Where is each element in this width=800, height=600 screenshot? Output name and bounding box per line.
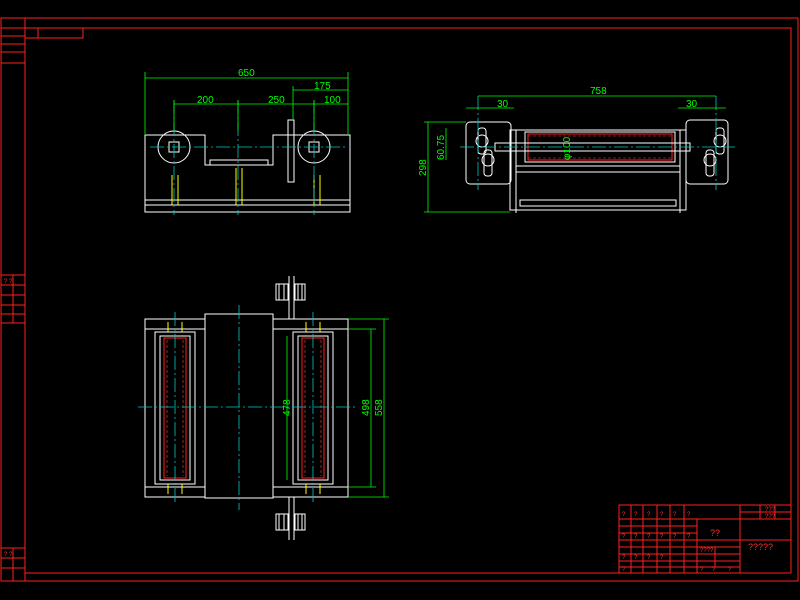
dim-left-offset-30: 30 (497, 99, 509, 110)
dim-middle-segment-250: 250 (268, 95, 285, 106)
tb-cell-17: ? (700, 567, 704, 573)
dim-outer-498: 498 (361, 399, 372, 416)
tb-cell-7: ? (634, 534, 638, 540)
title-block: ? ? ? ? ? ? ? ? ? ? ? ? ? ? ? ? ? ? ? ? … (618, 504, 792, 574)
scale-label: ???? (700, 548, 714, 554)
front-view-dimensions: 650 175 200 250 100 (144, 68, 349, 135)
tb-cell-9: ? (660, 534, 664, 540)
left-binding-strip: ? ? ? ? (0, 17, 26, 582)
top-view-dimensions: 478 498 558 (282, 318, 389, 498)
dim-right-offset-175: 175 (314, 81, 331, 92)
dim-bore-60-75: 60.75 (436, 135, 447, 160)
drawing-title: ????? (748, 542, 773, 552)
dim-right-segment-100: 100 (324, 95, 341, 106)
tb-cell-8: ? (647, 534, 651, 540)
dim-left-segment-200: 200 (197, 95, 214, 106)
tb-cell-0: ? (622, 512, 626, 518)
tb-cell-2: ? (647, 512, 651, 518)
tb-cell-14: ? (647, 555, 651, 561)
tb-cell-3: ? (660, 512, 664, 518)
top-view (138, 276, 355, 540)
dim-roller-dia-100: φ100 (562, 136, 573, 160)
tb-cell-10: ? (673, 534, 677, 540)
dim-outer-558: 558 (374, 399, 385, 416)
tb-cell-1: ? (634, 512, 638, 518)
tb-cell-a: ??? (765, 507, 776, 513)
tb-cell-15: ? (660, 555, 664, 561)
tb-cell-16: ? (622, 567, 626, 573)
dim-height-298: 298 (418, 159, 429, 176)
tb-cell-12: ? (622, 555, 626, 561)
dim-right-offset-30: 30 (686, 99, 698, 110)
part-name: ?? (710, 528, 720, 538)
tb-cell-6: ? (622, 534, 626, 540)
dim-overall-650: 650 (238, 68, 255, 79)
tb-cell-13: ? (634, 555, 638, 561)
front-view (144, 100, 351, 215)
tb-cell-19: ? (728, 567, 732, 573)
tb-cell-4: ? (673, 512, 677, 518)
dim-inner-478: 478 (282, 399, 293, 416)
tb-cell-11: ? (687, 534, 691, 540)
tb-cell-18: ? (712, 567, 716, 573)
left-strip-lower-label: ? ? (4, 552, 13, 558)
side-view-dimensions: 758 30 30 298 60.75 φ100 (418, 86, 726, 213)
dim-span-758: 758 (590, 86, 607, 97)
left-strip-upper-label: ? ? (4, 279, 13, 285)
drawing-frame (0, 17, 799, 582)
side-view (460, 96, 735, 213)
tb-cell-5: ? (687, 512, 691, 518)
tb-cell-b: ??? (765, 514, 776, 520)
